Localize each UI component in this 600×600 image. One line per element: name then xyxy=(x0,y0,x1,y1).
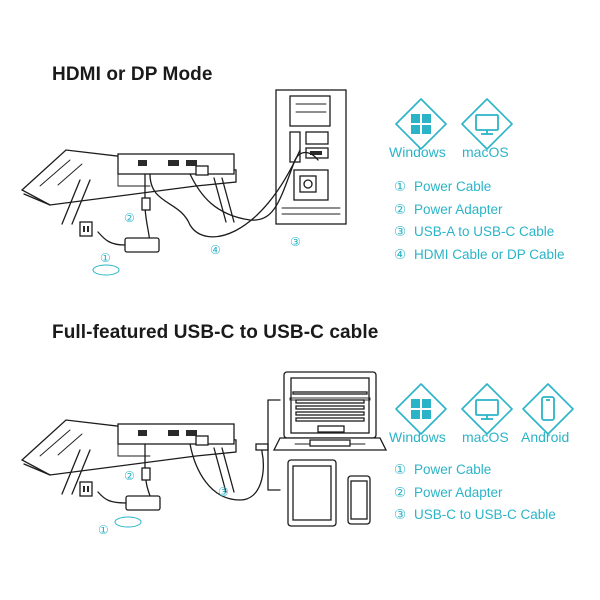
os-label-android: Android xyxy=(521,429,570,445)
macos-badge-1 xyxy=(459,96,515,152)
callout-2: ② xyxy=(124,469,135,483)
callout-3: ③ xyxy=(290,235,301,249)
os-label-windows-2: Windows xyxy=(389,429,446,445)
cables-section-1 xyxy=(79,149,319,253)
callout-2: ② xyxy=(124,211,135,225)
laptop xyxy=(272,371,388,451)
os-label-windows-1: Windows xyxy=(389,144,446,160)
section-title-hdmi-dp: HDMI or DP Mode xyxy=(52,64,213,85)
macos-monitor-icon xyxy=(475,114,499,135)
callout-1: ① xyxy=(98,523,109,537)
callouts-section-2: ② ③ ① xyxy=(98,469,229,537)
cables-section-2 xyxy=(79,399,281,511)
section-title-usbc: Full-featured USB-C to USB-C cable xyxy=(52,322,379,343)
windows-badge-2 xyxy=(393,381,449,437)
os-label-macos-1: macOS xyxy=(462,144,509,160)
callout-1: ① xyxy=(100,251,111,265)
callout-4: ④ xyxy=(210,243,221,257)
laptop-keyboard xyxy=(292,391,368,433)
pen-display-on-stand-1 xyxy=(20,149,237,225)
windows-logo-icon xyxy=(411,399,431,419)
macos-badge-2 xyxy=(459,381,515,437)
desktop-pc-tower xyxy=(275,89,347,225)
tablet xyxy=(287,459,337,527)
pen-display-on-stand-2 xyxy=(20,419,237,495)
os-label-macos-2: macOS xyxy=(462,429,509,445)
windows-badge-1 xyxy=(393,96,449,152)
callouts-section-1: ② ④ ③ ① xyxy=(92,211,301,276)
android-badge xyxy=(520,381,576,437)
callout-3: ③ xyxy=(218,485,229,499)
smartphone xyxy=(347,475,371,525)
windows-logo-icon xyxy=(411,114,431,134)
macos-monitor-icon xyxy=(475,399,499,420)
android-phone-icon xyxy=(541,396,555,421)
